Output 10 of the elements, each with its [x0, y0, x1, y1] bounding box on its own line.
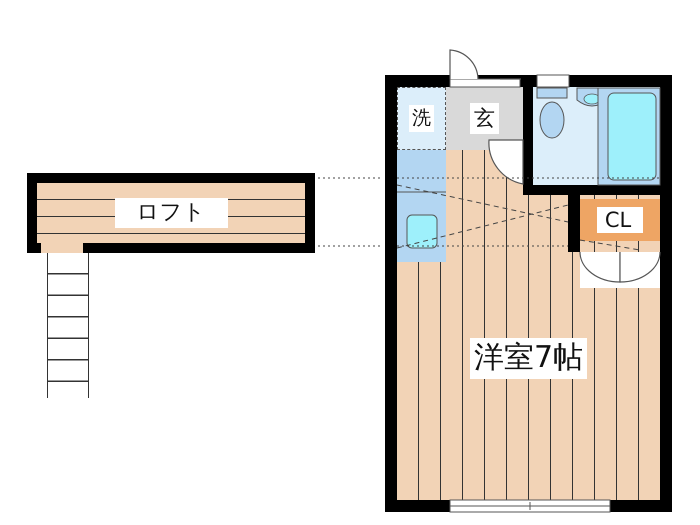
- closet-area: [580, 199, 660, 241]
- room-label: 洋室7帖: [470, 338, 588, 378]
- laundry-area: [397, 87, 446, 150]
- loft-area: [37, 183, 305, 243]
- room-label: 洗: [409, 104, 434, 132]
- entrance-area: [446, 87, 523, 150]
- room-label: ロフト: [114, 198, 228, 228]
- room-label: CL: [596, 206, 644, 234]
- room-area: [397, 290, 660, 500]
- room-label: 玄: [470, 103, 499, 134]
